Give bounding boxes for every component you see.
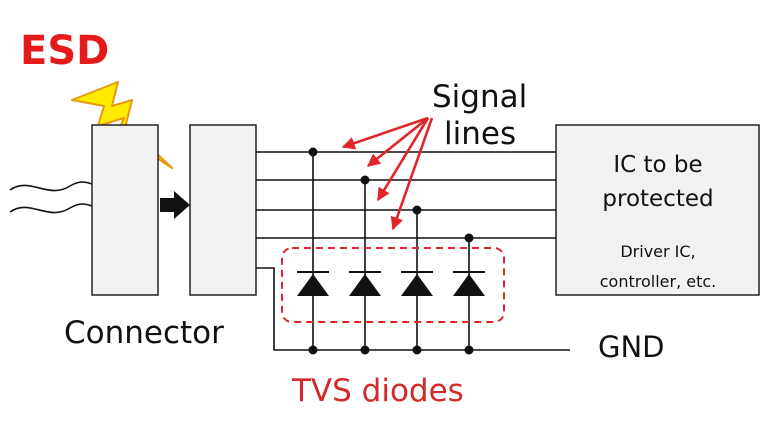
ic-subtitle-line2: controller, etc. [600,272,717,291]
ic-subtitle-line1: Driver IC, [620,242,695,261]
gnd-line [256,267,570,351]
signal-pointer-arrow-3 [376,117,430,202]
connector-socket-box [189,124,257,296]
cable-line-top [9,181,93,192]
junction-dot [412,205,422,215]
gnd-junction-dot [412,345,422,355]
cable-line-bottom [9,203,93,214]
ic-title-line2: protected [602,186,713,212]
signal-pointer-arrow-2 [366,116,429,168]
tvs-diodes-label: TVS diodes [291,373,464,409]
tvs-diode-symbol-4 [453,271,485,296]
insertion-arrow-icon [160,191,190,219]
connector-plug-box [91,124,159,296]
connector-label: Connector [64,315,224,351]
signal-lines-label-line2: lines [444,116,516,152]
esd-label: ESD [20,28,109,74]
gnd-junction-dot [360,345,370,355]
gnd-label: GND [598,330,665,364]
junction-dot [464,233,474,243]
tvs-diode-symbol-1 [297,271,329,296]
gnd-junction-dot [308,345,318,355]
signal-lines-label-line1: Signal [432,79,527,115]
gnd-junction-dot [464,345,474,355]
junction-dot [308,147,318,157]
signal-pointer-arrow-4 [390,117,434,231]
ic-title-line1: IC to be [613,152,702,178]
tvs-diode-symbol-3 [401,271,433,296]
tvs-diode-symbol-2 [349,271,381,296]
junction-dot [360,175,370,185]
signal-pointer-arrow-1 [341,116,429,150]
tvs-diodes-highlight-box [281,247,505,323]
